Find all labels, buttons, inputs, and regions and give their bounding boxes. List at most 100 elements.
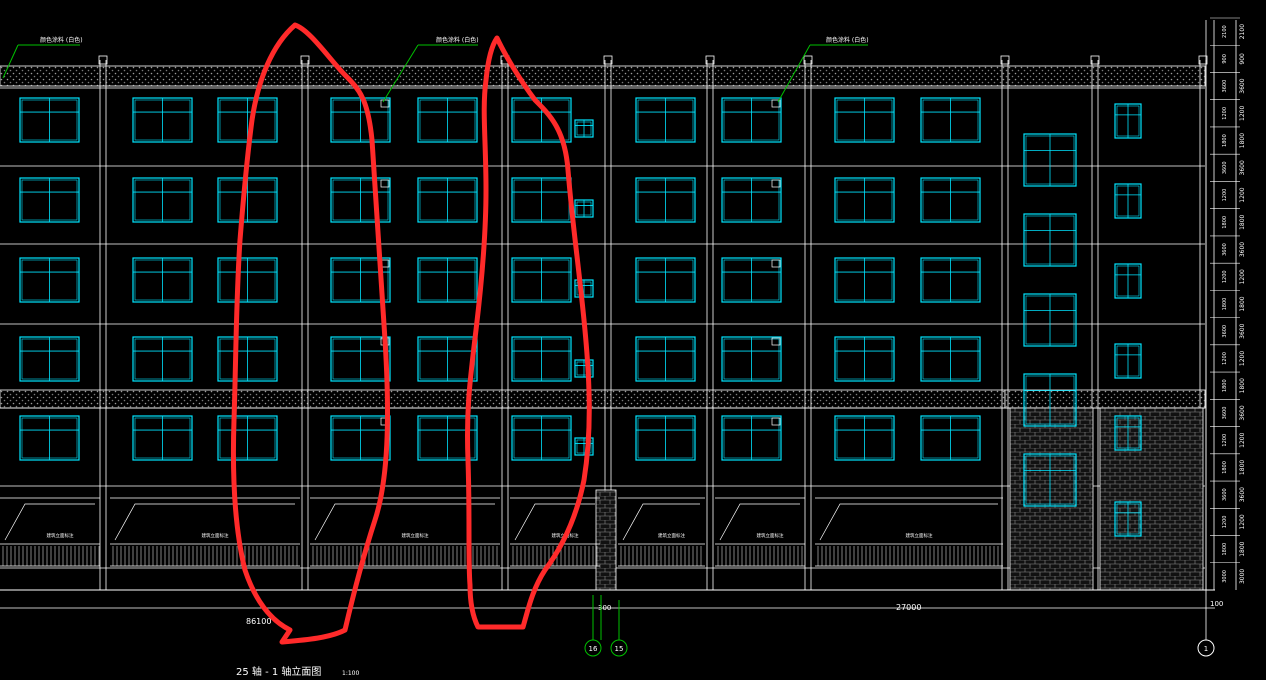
callout-leader-1: 颜色涂料 (白色) bbox=[2, 36, 83, 79]
window bbox=[330, 177, 391, 223]
window bbox=[417, 97, 478, 143]
storefront-label: 建筑立面标注 bbox=[658, 532, 685, 539]
window bbox=[721, 336, 782, 382]
storefront-label: 建筑立面标注 bbox=[906, 532, 933, 539]
dim-value-inner: 3000 bbox=[1222, 570, 1228, 583]
window bbox=[217, 415, 278, 461]
column-cap bbox=[1090, 55, 1100, 65]
window bbox=[721, 97, 782, 143]
window bbox=[834, 336, 895, 382]
dim-value: 1800 bbox=[1239, 214, 1246, 229]
column-cap bbox=[705, 55, 715, 65]
window bbox=[417, 336, 478, 382]
storefront-bay: 建筑立面标注 bbox=[815, 497, 1003, 567]
window bbox=[19, 177, 80, 223]
column-cap bbox=[1198, 55, 1208, 65]
window bbox=[132, 336, 193, 382]
ground-floor-storefront: 建筑立面标注建筑立面标注建筑立面标注建筑立面标注建筑立面标注建筑立面标注建筑立面… bbox=[0, 497, 1003, 567]
window bbox=[217, 257, 278, 303]
window bbox=[19, 415, 80, 461]
storefront-label: 建筑立面标注 bbox=[757, 532, 784, 539]
vent bbox=[771, 179, 781, 188]
window bbox=[511, 415, 572, 461]
window bbox=[920, 177, 981, 223]
mid-cornice bbox=[0, 389, 1006, 409]
drawing-scale: 1:100 bbox=[342, 670, 359, 677]
brick-pier bbox=[595, 489, 617, 591]
axis-marker-1 bbox=[1197, 639, 1215, 657]
window bbox=[217, 177, 278, 223]
window bbox=[834, 97, 895, 143]
column-cap bbox=[803, 55, 813, 65]
stair-window bbox=[1023, 133, 1077, 187]
brick-wall-left bbox=[1009, 407, 1094, 591]
stair-window bbox=[1023, 293, 1077, 347]
mid-cornice-right bbox=[1004, 389, 1206, 409]
dim-value: 1200 bbox=[1239, 106, 1246, 121]
red-markup-annotations bbox=[230, 22, 592, 645]
window bbox=[721, 257, 782, 303]
window bbox=[330, 415, 391, 461]
dim-value-inner: 3600 bbox=[1222, 243, 1228, 256]
window bbox=[330, 336, 391, 382]
dim-value-inner: 1800 bbox=[1222, 543, 1228, 556]
dim-300: 300 bbox=[598, 604, 611, 612]
dim-value: 1800 bbox=[1239, 133, 1246, 148]
window bbox=[217, 97, 278, 143]
dim-value: 3600 bbox=[1239, 405, 1246, 420]
window bbox=[635, 415, 696, 461]
red-markup-loop-1 bbox=[230, 22, 390, 645]
vent bbox=[771, 417, 781, 426]
dim-value-inner: 3600 bbox=[1222, 80, 1228, 93]
dim-value-inner: 900 bbox=[1222, 54, 1228, 64]
dim-value-inner: 2100 bbox=[1222, 25, 1228, 38]
dim-value-inner: 1800 bbox=[1222, 379, 1228, 392]
dim-value: 1800 bbox=[1239, 378, 1246, 393]
window bbox=[511, 177, 572, 223]
window bbox=[635, 97, 696, 143]
window bbox=[920, 336, 981, 382]
window bbox=[834, 415, 895, 461]
dim-value: 1800 bbox=[1239, 460, 1246, 475]
narrow-window bbox=[1114, 183, 1142, 219]
dim-value-inner: 3600 bbox=[1222, 325, 1228, 338]
window bbox=[19, 336, 80, 382]
annotations: 颜色涂料 (白色) 颜色涂料 (白色) 颜色涂料 (白色) 86100 300 … bbox=[0, 20, 1223, 678]
vent bbox=[771, 99, 781, 108]
dim-value: 3600 bbox=[1239, 160, 1246, 175]
svg-text:16: 16 bbox=[589, 645, 598, 653]
dim-value-inner: 1800 bbox=[1222, 216, 1228, 229]
dim-value: 1200 bbox=[1239, 432, 1246, 447]
top-cornice bbox=[0, 65, 1206, 87]
dim-value: 3600 bbox=[1239, 487, 1246, 502]
vent bbox=[771, 259, 781, 268]
drawing-title: 25 轴 - 1 轴立面图 bbox=[236, 665, 321, 678]
small-window bbox=[574, 199, 594, 218]
dim-value: 1800 bbox=[1239, 541, 1246, 556]
dim-value-inner: 3600 bbox=[1222, 488, 1228, 501]
dim-value-inner: 1200 bbox=[1222, 434, 1228, 447]
window bbox=[19, 97, 80, 143]
window bbox=[920, 415, 981, 461]
svg-text:1: 1 bbox=[1204, 645, 1208, 653]
callout-text-1: 颜色涂料 (白色) bbox=[40, 36, 83, 44]
stair-window bbox=[1023, 453, 1077, 507]
narrow-window bbox=[1114, 103, 1142, 139]
window bbox=[132, 97, 193, 143]
dim-value: 3600 bbox=[1239, 242, 1246, 257]
dim-value: 3600 bbox=[1239, 323, 1246, 338]
window bbox=[834, 177, 895, 223]
dim-value-inner: 1200 bbox=[1222, 270, 1228, 283]
dim-value-inner: 1200 bbox=[1222, 516, 1228, 529]
dim-value: 1200 bbox=[1239, 269, 1246, 284]
storefront-bay: 建筑立面标注 bbox=[618, 497, 705, 567]
window bbox=[132, 257, 193, 303]
window bbox=[132, 177, 193, 223]
window bbox=[19, 257, 80, 303]
building-frame bbox=[0, 55, 1208, 591]
dim-value-inner: 1200 bbox=[1222, 352, 1228, 365]
narrow-window bbox=[1114, 501, 1142, 537]
storefront-bay: 建筑立面标注 bbox=[715, 497, 805, 567]
narrow-window bbox=[1114, 415, 1142, 451]
